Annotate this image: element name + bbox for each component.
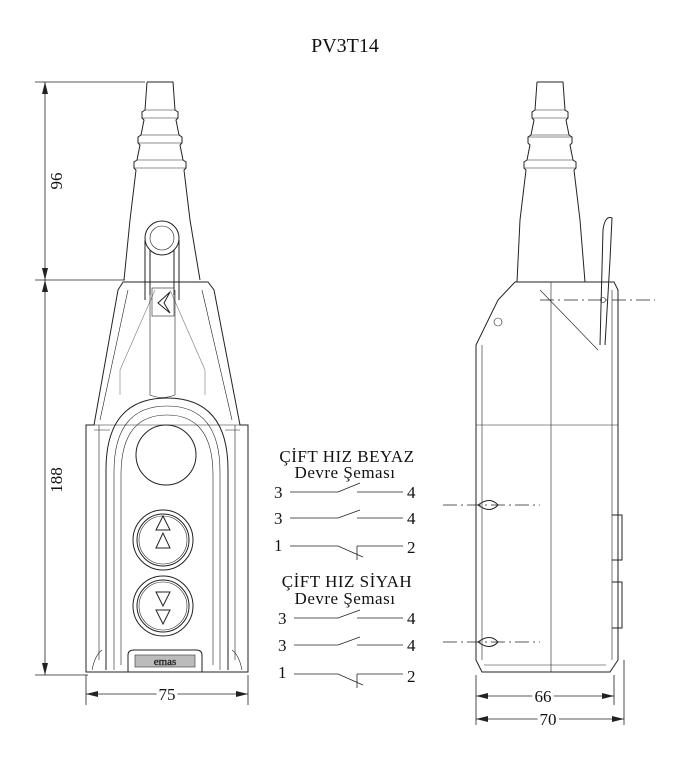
closed-contact: [294, 673, 403, 688]
svg-text:4: 4: [407, 483, 416, 502]
open-contact: [294, 636, 403, 646]
svg-text:1: 1: [278, 663, 287, 682]
dimension-188: 188: [47, 467, 66, 493]
schema-subtitle: Devre Şeması: [295, 463, 396, 482]
brand-logo: emas: [127, 649, 203, 672]
schema-title: ÇİFT HIZ BEYAZ: [279, 447, 414, 466]
schema-siyah: ÇİFT HIZ SİYAH Devre Şeması 3 4 3 4 1 2: [278, 572, 416, 688]
svg-text:3: 3: [274, 483, 283, 502]
dimension-75: 75: [159, 685, 176, 704]
double-down-arrow-icon: [155, 591, 171, 626]
side-dimensions: 66 70: [475, 660, 625, 732]
schema-beyaz: ÇİFT HIZ BEYAZ Devre Şeması 3 4 3 4 1 2: [274, 447, 416, 560]
svg-text:2: 2: [407, 538, 416, 557]
open-contact: [290, 482, 403, 493]
svg-text:3: 3: [278, 609, 287, 628]
svg-text:2: 2: [407, 667, 416, 686]
open-contact: [290, 509, 403, 519]
svg-text:1: 1: [274, 536, 283, 555]
svg-text:emas: emas: [154, 656, 177, 668]
dimension-96: 96: [47, 173, 66, 190]
svg-text:4: 4: [407, 509, 416, 528]
front-dimensions: 96 188 75: [35, 81, 249, 707]
drawing-title: PV3T14: [311, 35, 379, 57]
schema-subtitle: Devre Şeması: [295, 589, 396, 608]
open-contact: [294, 609, 403, 619]
svg-text:3: 3: [278, 636, 287, 655]
closed-contact: [290, 545, 403, 560]
hanger-clip: [599, 217, 613, 346]
button-down: [132, 575, 194, 637]
dimension-70: 70: [540, 710, 557, 729]
schema-title: ÇİFT HIZ SİYAH: [282, 572, 412, 591]
double-up-arrow-icon: [155, 514, 171, 549]
svg-text:3: 3: [274, 509, 283, 528]
body-outline: [85, 281, 249, 673]
indicator-window: [135, 424, 197, 486]
front-view: emas 96 188 75: [35, 81, 249, 707]
cable-gland: [123, 81, 201, 281]
svg-text:4: 4: [407, 636, 416, 655]
svg-text:4: 4: [407, 609, 416, 628]
hanger-ring: [144, 220, 180, 300]
button-up: [132, 509, 194, 571]
dimension-66: 66: [535, 687, 552, 706]
side-view: 66 70: [443, 81, 655, 732]
